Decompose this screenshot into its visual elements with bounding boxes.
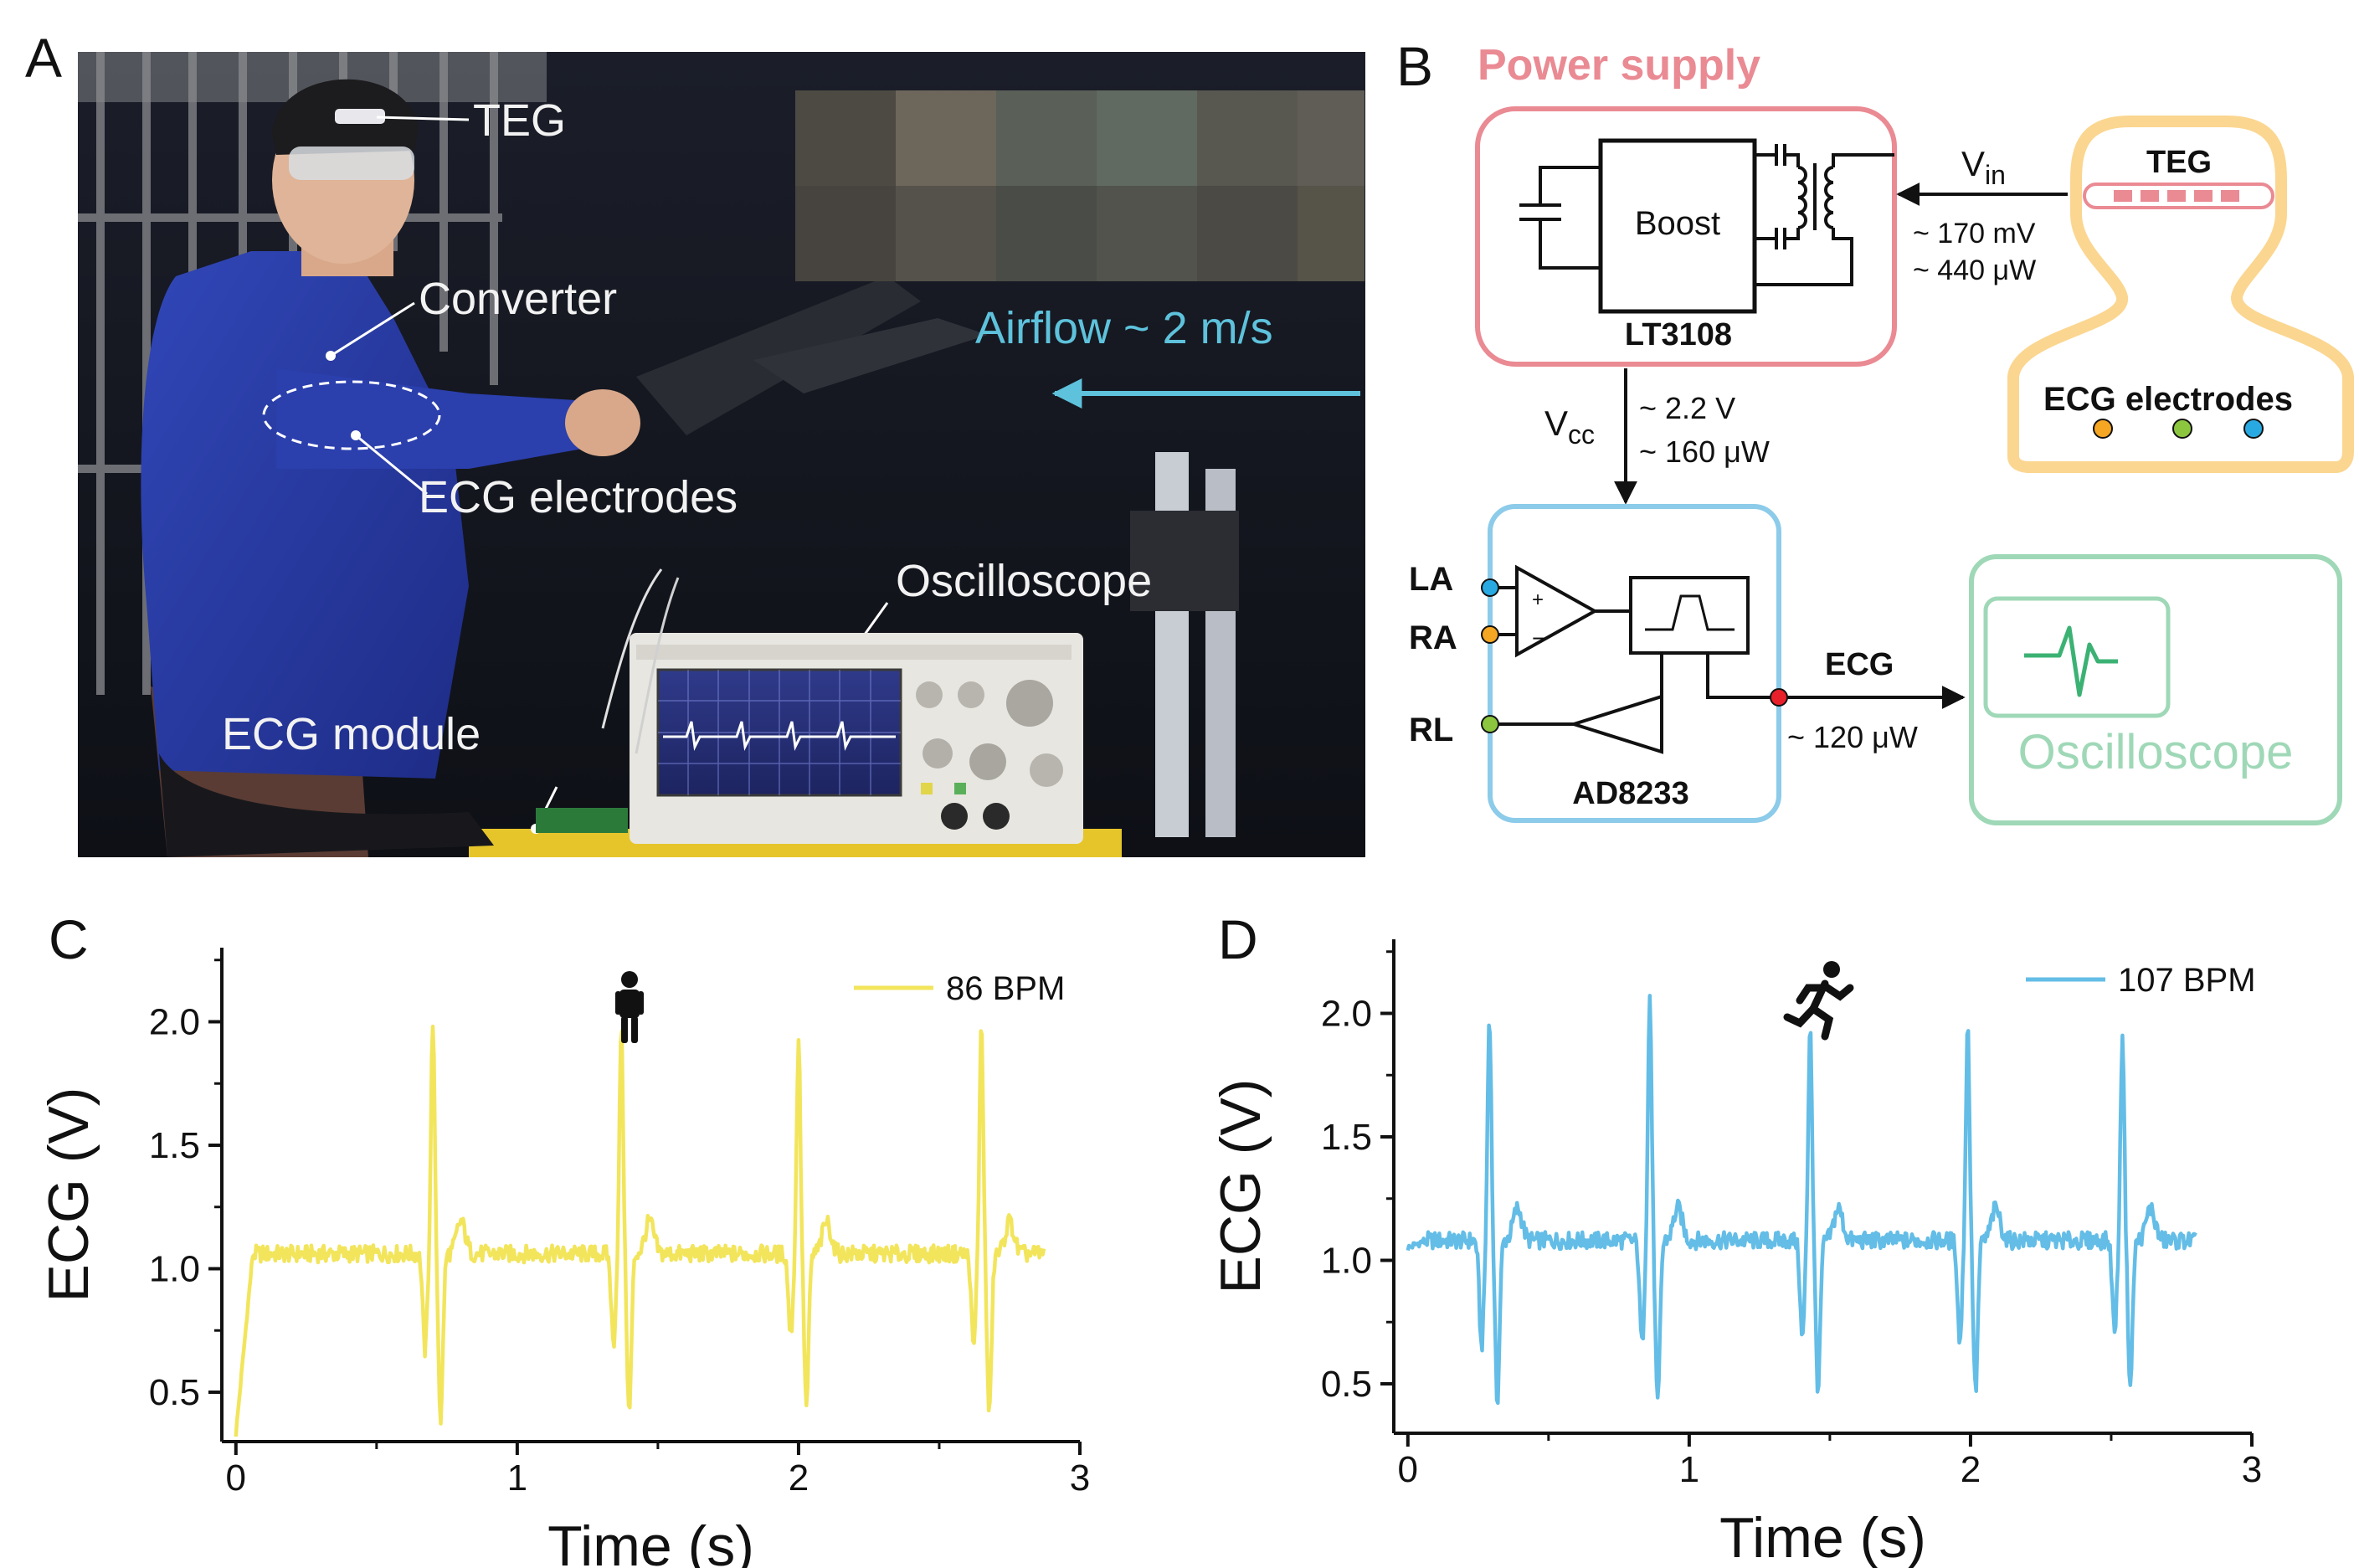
vin-voltage: ~ 170 mV bbox=[1913, 218, 2036, 249]
y-tick-label: 2.0 bbox=[1321, 994, 1372, 1035]
bike-pole bbox=[1155, 452, 1189, 837]
series-line bbox=[1406, 994, 2197, 1406]
x-tick-label: 2 bbox=[789, 1457, 809, 1499]
ecg-output-label: ECG bbox=[1825, 647, 1894, 682]
teg-label: TEG bbox=[2146, 145, 2212, 180]
y-tick-label: 0.5 bbox=[149, 1372, 200, 1413]
svg-text:−: − bbox=[1532, 625, 1545, 651]
vcc-power: ~ 160 μW bbox=[1639, 434, 1770, 469]
boost-chip bbox=[1598, 138, 1757, 314]
teg-strip-cells bbox=[2114, 190, 2239, 202]
oscilloscope-box bbox=[1969, 554, 2342, 825]
teg-body-outline bbox=[2007, 116, 2354, 473]
vin-label: Vin bbox=[1961, 144, 2006, 190]
electrode-green bbox=[2172, 419, 2192, 439]
transformer bbox=[1755, 144, 1853, 286]
hand bbox=[565, 389, 640, 456]
electrode-outline bbox=[262, 380, 441, 450]
series-line bbox=[234, 1024, 1046, 1437]
boost-label: Boost bbox=[1635, 205, 1720, 242]
power-supply-box bbox=[1475, 106, 1897, 367]
oscilloscope-device bbox=[630, 633, 1083, 844]
panel-a-letter: A bbox=[25, 27, 62, 89]
la-label: LA bbox=[1409, 561, 1453, 598]
ecg-output-dot bbox=[1770, 688, 1788, 707]
svg-text:+: + bbox=[1532, 589, 1544, 611]
y-tick-label: 1.0 bbox=[1321, 1241, 1372, 1282]
label-ecg-electrodes: ECG electrodes bbox=[419, 472, 738, 522]
y-axis-title: ECG (V) bbox=[1209, 1079, 1272, 1294]
label-ecg-module: ECG module bbox=[222, 709, 481, 759]
panel-c-letter: C bbox=[49, 908, 89, 970]
ecg-electrodes-label: ECG electrodes bbox=[2043, 381, 2293, 418]
ad8233-label: AD8233 bbox=[1572, 776, 1688, 811]
legs bbox=[159, 753, 494, 857]
x-axis-title: Time (s) bbox=[1719, 1506, 1926, 1568]
x-axis-title: Time (s) bbox=[547, 1514, 754, 1568]
power-supply-title: Power supply bbox=[1478, 41, 1760, 90]
y-tick-label: 1.5 bbox=[149, 1125, 200, 1166]
vcc-voltage: ~ 2.2 V bbox=[1639, 391, 1735, 425]
ecg-output-power: ~ 120 μW bbox=[1787, 720, 1918, 754]
y-tick-label: 0.5 bbox=[1321, 1364, 1372, 1405]
amplifier-circuit bbox=[1490, 564, 1779, 754]
person bbox=[141, 79, 640, 857]
panel-b: B Power supply Boost LT3108 bbox=[1396, 35, 2354, 825]
label-oscilloscope: Oscilloscope bbox=[896, 556, 1152, 606]
running-person-icon bbox=[1783, 961, 1854, 1041]
panel-b-letter: B bbox=[1396, 35, 1433, 97]
standing-person-icon bbox=[615, 971, 644, 1043]
ecg-module-box bbox=[1488, 504, 1781, 823]
photo: TEG Converter ECG electrodes Oscilloscop… bbox=[78, 52, 1365, 857]
panel-a: A bbox=[25, 27, 1365, 857]
oscilloscope-label: Oscilloscope bbox=[2018, 725, 2294, 779]
blurred-region bbox=[795, 90, 1365, 281]
ra-terminal bbox=[1481, 625, 1499, 644]
legend-label: 107 BPM bbox=[2118, 962, 2256, 999]
vin-power: ~ 440 μW bbox=[1913, 254, 2036, 286]
y-tick-label: 1.0 bbox=[149, 1249, 200, 1290]
lt3108-label: LT3108 bbox=[1625, 317, 1732, 352]
x-tick-label: 1 bbox=[1679, 1449, 1699, 1490]
vcc-label: Vcc bbox=[1544, 404, 1595, 450]
y-tick-label: 1.5 bbox=[1321, 1117, 1372, 1158]
electrode-blue bbox=[2243, 419, 2264, 439]
x-tick-label: 3 bbox=[1070, 1457, 1090, 1499]
ra-label: RA bbox=[1409, 619, 1457, 656]
rl-terminal bbox=[1481, 715, 1499, 733]
x-tick-label: 0 bbox=[226, 1457, 246, 1499]
legend-label: 86 BPM bbox=[946, 970, 1065, 1007]
panel-d-letter: D bbox=[1218, 908, 1258, 970]
label-teg: TEG bbox=[473, 95, 566, 146]
arm bbox=[276, 368, 611, 469]
input-capacitor bbox=[1519, 166, 1601, 270]
la-terminal bbox=[1481, 578, 1499, 597]
x-tick-label: 0 bbox=[1398, 1449, 1418, 1490]
ecg-module-board bbox=[536, 808, 628, 833]
glasses bbox=[289, 147, 414, 180]
y-tick-label: 2.0 bbox=[149, 1002, 200, 1043]
scope-trace bbox=[663, 721, 896, 752]
x-tick-label: 1 bbox=[507, 1457, 527, 1499]
y-axis-title: ECG (V) bbox=[37, 1087, 100, 1303]
teg-on-forehead bbox=[335, 109, 385, 124]
electrode-orange bbox=[2093, 419, 2113, 439]
label-airflow: Airflow ~ 2 m/s bbox=[975, 303, 1273, 353]
rl-label: RL bbox=[1409, 712, 1453, 748]
label-converter: Converter bbox=[419, 274, 617, 324]
x-tick-label: 3 bbox=[2242, 1449, 2262, 1490]
waveform-icon bbox=[2024, 625, 2118, 697]
oscilloscope-screen-icon bbox=[1983, 596, 2171, 718]
x-tick-label: 2 bbox=[1961, 1449, 1981, 1490]
